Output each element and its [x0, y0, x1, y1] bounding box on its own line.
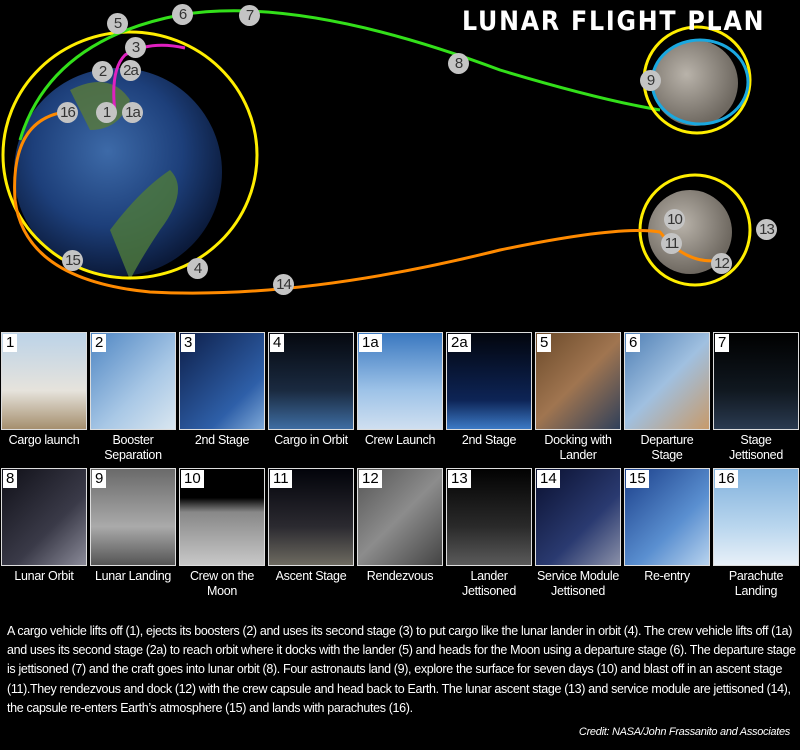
step-marker: 12	[711, 253, 732, 274]
step-caption: Booster Separation	[104, 433, 162, 462]
credit-text: Credit: NASA/John Frassanito and Associa…	[578, 726, 790, 738]
step-number: 13	[448, 470, 471, 488]
step-caption: Re-entry	[644, 569, 690, 583]
step-illustration: 12	[357, 468, 443, 566]
step-illustration: 13	[446, 468, 532, 566]
step-illustration: 16	[713, 468, 799, 566]
step-illustration: 7	[713, 332, 799, 430]
step-caption: 2nd Stage	[194, 433, 250, 447]
step-illustration: 10	[179, 468, 265, 566]
step-marker: 14	[273, 274, 294, 295]
step-marker: 6	[172, 4, 193, 25]
step-illustration: 14	[535, 468, 621, 566]
step-marker: 16	[57, 102, 78, 123]
step-marker: 5	[107, 13, 128, 34]
step-caption: Crew Launch	[364, 433, 436, 447]
step-marker: 3	[125, 37, 146, 58]
step-panel: 2a 2nd Stage	[446, 332, 532, 463]
step-number: 3	[181, 334, 196, 352]
step-number: 15	[626, 470, 649, 488]
step-illustration: 6	[624, 332, 710, 430]
step-caption: Ascent Stage	[275, 569, 347, 583]
step-number: 1a	[359, 334, 382, 352]
step-marker: 8	[448, 53, 469, 74]
step-illustration: 2a	[446, 332, 532, 430]
step-caption: Rendezvous	[366, 569, 434, 583]
step-caption: 2nd Stage	[461, 433, 517, 447]
step-illustration: 11	[268, 468, 354, 566]
step-number: 11	[270, 470, 292, 488]
step-illustration: 1	[1, 332, 87, 430]
step-marker: 15	[62, 250, 83, 271]
diagram-title: LUNAR FLIGHT PLAN	[462, 6, 766, 37]
step-caption: Service Module Jettisoned	[537, 569, 619, 598]
step-number: 6	[626, 334, 641, 352]
step-caption: Lander Jettisoned	[462, 569, 516, 598]
step-number: 5	[537, 334, 552, 352]
step-marker: 4	[187, 258, 208, 279]
step-illustration: 15	[624, 468, 710, 566]
step-panel: 3 2nd Stage	[179, 332, 265, 463]
step-number: 7	[715, 334, 730, 352]
step-number: 10	[181, 470, 204, 488]
step-caption: Parachute Landing	[728, 569, 784, 598]
step-marker: 11	[661, 233, 682, 254]
step-caption: Lunar Orbit	[14, 569, 74, 583]
step-marker: 1	[96, 102, 117, 123]
step-caption: Stage Jettisoned	[729, 433, 783, 462]
step-caption: Departure Stage	[640, 433, 694, 462]
step-marker: 2	[92, 61, 113, 82]
step-number: 16	[715, 470, 738, 488]
step-number: 12	[359, 470, 382, 488]
step-marker: 9	[640, 70, 661, 91]
step-number: 9	[92, 470, 107, 488]
step-marker: 2a	[120, 60, 141, 81]
step-marker: 1a	[122, 102, 143, 123]
step-illustration: 1a	[357, 332, 443, 430]
description-text: A cargo vehicle lifts off (1), ejects it…	[7, 624, 796, 715]
flight-plan-diagram: LUNAR FLIGHT PLAN 5 6 7 3 2 2a 16 1 1a 1…	[0, 0, 800, 330]
step-number: 8	[3, 470, 18, 488]
moon-arrival	[652, 40, 738, 126]
step-number: 4	[270, 334, 285, 352]
step-caption: Cargo in Orbit	[274, 433, 348, 447]
step-illustration: 9	[90, 468, 176, 566]
step-caption: Lunar Landing	[94, 569, 172, 583]
step-caption: Crew on the Moon	[189, 569, 255, 598]
step-caption: Docking with Lander	[544, 433, 612, 462]
step-illustration: 5	[535, 332, 621, 430]
step-illustration: 4	[268, 332, 354, 430]
step-number: 1	[3, 334, 18, 352]
step-number: 2	[92, 334, 107, 352]
step-illustration: 8	[1, 468, 87, 566]
orbit-paths	[1, 9, 752, 295]
step-illustration: 3	[179, 332, 265, 430]
step-number: 14	[537, 470, 560, 488]
step-caption: Cargo launch	[8, 433, 80, 447]
step-number: 2a	[448, 334, 471, 352]
step-marker: 10	[664, 209, 685, 230]
step-marker: 7	[239, 5, 260, 26]
step-illustration: 2	[90, 332, 176, 430]
step-marker: 13	[756, 219, 777, 240]
